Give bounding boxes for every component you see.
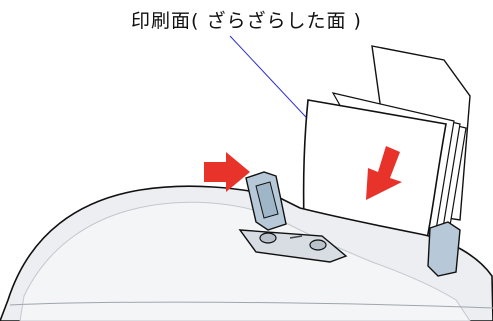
arrow-right-icon: [204, 152, 250, 192]
caption-label: 印刷面( ざらざらした面 ): [131, 10, 362, 32]
power-button[interactable]: [259, 232, 277, 244]
arrow-down-icon: [366, 146, 402, 200]
resume-button[interactable]: [309, 239, 327, 251]
paper-guide-right: [427, 221, 461, 277]
panel-indicator: [289, 235, 303, 239]
paper-guide-left-tab: [255, 181, 279, 219]
printer-front-edge: [9, 301, 493, 309]
